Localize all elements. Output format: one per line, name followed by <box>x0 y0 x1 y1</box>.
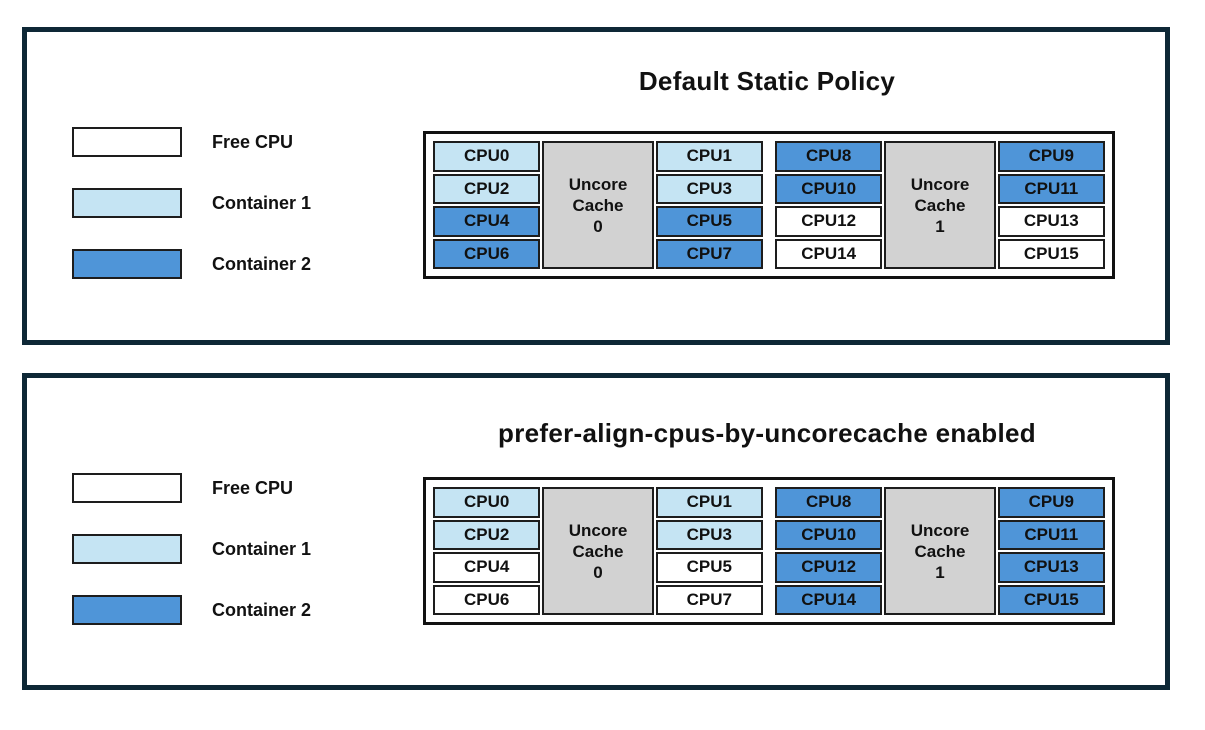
cache-label-line: 0 <box>593 562 603 582</box>
cpu-cell-cpu13: CPU13 <box>997 552 1105 583</box>
cpu-cell-cpu9: CPU9 <box>997 487 1105 518</box>
cache-label-line: Cache <box>914 541 966 561</box>
panel-default-static-policy: Default Static Policy Free CPU Container… <box>22 27 1170 345</box>
cache-label-line: Uncore <box>568 174 628 194</box>
cache-label-line: Cache <box>914 195 966 215</box>
cpu-cell-cpu15: CPU15 <box>997 584 1105 615</box>
cpu-cell-cpu14: CPU14 <box>775 238 883 269</box>
cpu-cell-cpu14: CPU14 <box>775 584 883 615</box>
cpu-cell-cpu12: CPU12 <box>775 206 883 237</box>
cpu-cell-cpu15: CPU15 <box>997 238 1105 269</box>
legend-label: Container 1 <box>212 192 312 213</box>
legend-label: Container 2 <box>212 599 312 620</box>
cpu-column-left: CPU0 CPU2 CPU4 CPU6 <box>433 141 541 269</box>
cpu-cell-cpu2: CPU2 <box>433 519 541 550</box>
cpu-cell-cpu1: CPU1 <box>655 141 763 172</box>
uncore-cache-0-box: Uncore Cache 0 <box>542 487 654 615</box>
legend-swatch-container1 <box>72 534 182 564</box>
legend-item-container-1: Container 1 <box>72 188 311 218</box>
uncore-cache-1-box: Uncore Cache 1 <box>884 487 996 615</box>
cpu-cell-cpu1: CPU1 <box>655 487 763 518</box>
cpu-cell-cpu8: CPU8 <box>775 487 883 518</box>
legend-label: Container 2 <box>212 253 312 274</box>
legend-label: Free CPU <box>212 131 294 152</box>
cpu-column-right: CPU9 CPU11 CPU13 CPU15 <box>997 141 1105 269</box>
cpu-cell-cpu3: CPU3 <box>655 173 763 204</box>
legend-label: Free CPU <box>212 477 294 498</box>
cpu-cell-cpu10: CPU10 <box>775 519 883 550</box>
uncore-cache-0-box: Uncore Cache 0 <box>542 141 654 269</box>
uncore-cache-1-box: Uncore Cache 1 <box>884 141 996 269</box>
cpu-cell-cpu7: CPU7 <box>655 238 763 269</box>
cpu-column-right: CPU1 CPU3 CPU5 CPU7 <box>655 487 763 615</box>
cpu-topology-diagram: CPU0 CPU2 CPU4 CPU6 Uncore Cache 0 CPU1 … <box>423 477 1115 625</box>
cache-label-line: Uncore <box>910 174 970 194</box>
uncore-cache-group-1: CPU8 CPU10 CPU12 CPU14 Uncore Cache 1 CP… <box>775 141 1105 269</box>
legend-swatch-container1 <box>72 188 182 218</box>
cache-label-line: 0 <box>593 216 603 236</box>
cpu-column-left: CPU8 CPU10 CPU12 CPU14 <box>775 487 883 615</box>
legend-item-free-cpu: Free CPU <box>72 473 311 503</box>
cache-label-line: Cache <box>572 195 624 215</box>
legend-item-container-2: Container 2 <box>72 595 311 625</box>
legend-swatch-container2 <box>72 595 182 625</box>
cpu-cell-cpu12: CPU12 <box>775 552 883 583</box>
cpu-cell-cpu13: CPU13 <box>997 206 1105 237</box>
legend-swatch-container2 <box>72 249 182 279</box>
cpu-cell-cpu4: CPU4 <box>433 552 541 583</box>
cpu-cell-cpu11: CPU11 <box>997 173 1105 204</box>
cpu-cell-cpu5: CPU5 <box>655 552 763 583</box>
legend-item-container-1: Container 1 <box>72 534 311 564</box>
cpu-column-left: CPU8 CPU10 CPU12 CPU14 <box>775 141 883 269</box>
cpu-cell-cpu10: CPU10 <box>775 173 883 204</box>
cpu-cell-cpu7: CPU7 <box>655 584 763 615</box>
cache-label-line: Cache <box>572 541 624 561</box>
legend-label: Container 1 <box>212 538 312 559</box>
uncore-cache-group-0: CPU0 CPU2 CPU4 CPU6 Uncore Cache 0 CPU1 … <box>433 487 763 615</box>
legend-swatch-free <box>72 127 182 157</box>
page-title: Default Static Policy <box>638 66 896 96</box>
cpu-column-left: CPU0 CPU2 CPU4 CPU6 <box>433 487 541 615</box>
cache-label-line: Uncore <box>568 520 628 540</box>
panel-prefer-align-uncorecache: prefer-align-cpus-by-uncorecache enabled… <box>22 373 1170 690</box>
cache-label-line: 1 <box>935 216 945 236</box>
cpu-topology-diagram: CPU0 CPU2 CPU4 CPU6 Uncore Cache 0 CPU1 … <box>423 131 1115 279</box>
cpu-column-right: CPU1 CPU3 CPU5 CPU7 <box>655 141 763 269</box>
cpu-cell-cpu6: CPU6 <box>433 584 541 615</box>
cpu-cell-cpu0: CPU0 <box>433 487 541 518</box>
uncore-cache-group-1: CPU8 CPU10 CPU12 CPU14 Uncore Cache 1 CP… <box>775 487 1105 615</box>
cpu-cell-cpu2: CPU2 <box>433 173 541 204</box>
cache-label-line: 1 <box>935 562 945 582</box>
cpu-cell-cpu6: CPU6 <box>433 238 541 269</box>
legend-item-free-cpu: Free CPU <box>72 127 311 157</box>
legend: Free CPU Container 1 Container 2 <box>72 473 311 656</box>
page-title: prefer-align-cpus-by-uncorecache enabled <box>498 418 1036 448</box>
cpu-cell-cpu11: CPU11 <box>997 519 1105 550</box>
cache-label-line: Uncore <box>910 520 970 540</box>
cpu-cell-cpu8: CPU8 <box>775 141 883 172</box>
legend: Free CPU Container 1 Container 2 <box>72 127 311 310</box>
cpu-cell-cpu0: CPU0 <box>433 141 541 172</box>
legend-item-container-2: Container 2 <box>72 249 311 279</box>
cpu-cell-cpu5: CPU5 <box>655 206 763 237</box>
cpu-cell-cpu3: CPU3 <box>655 519 763 550</box>
cpu-column-right: CPU9 CPU11 CPU13 CPU15 <box>997 487 1105 615</box>
cpu-cell-cpu9: CPU9 <box>997 141 1105 172</box>
legend-swatch-free <box>72 473 182 503</box>
cpu-cell-cpu4: CPU4 <box>433 206 541 237</box>
uncore-cache-group-0: CPU0 CPU2 CPU4 CPU6 Uncore Cache 0 CPU1 … <box>433 141 763 269</box>
